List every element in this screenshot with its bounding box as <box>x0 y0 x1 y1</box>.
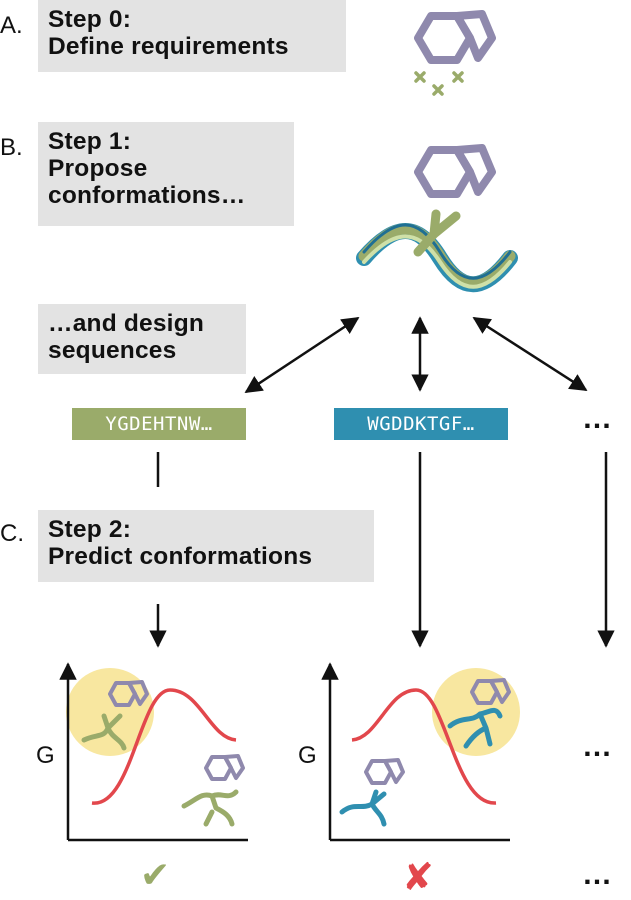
sequence-tag-2: WGDDKTGF… <box>334 408 508 440</box>
ligand-icon-step1 <box>414 144 496 198</box>
energy-curve-left <box>91 688 237 805</box>
sidechain-right-bound <box>447 707 503 749</box>
step2-title: Step 2: <box>48 516 132 543</box>
label-c: C. <box>0 520 24 547</box>
sidechain-icon <box>413 209 461 257</box>
cross-icon: ✘ <box>402 855 434 899</box>
design-box: …and design sequences <box>38 304 246 374</box>
sidechain-left-bound <box>81 713 127 751</box>
step1-desc-1: Propose <box>48 155 148 182</box>
check-icon: ✔ <box>140 855 171 896</box>
step0-box: Step 0: Define requirements <box>38 0 346 72</box>
ellipsis-landscapes: … <box>582 730 614 763</box>
design-line-2: sequences <box>48 337 177 364</box>
arrow-to-seq3 <box>472 316 588 392</box>
step1-title: Step 1: <box>48 128 132 155</box>
energy-axis-label-right: G <box>298 742 317 769</box>
sequence-tag-1: YGDEHTNW… <box>72 408 246 440</box>
sidechain-left-unbound <box>181 789 239 827</box>
step0-desc: Define requirements <box>48 33 289 60</box>
arrow-to-seq1 <box>244 316 360 394</box>
energy-axis-label-left: G <box>36 742 55 769</box>
design-line-1: …and design <box>48 310 205 337</box>
backbone-ribbon <box>356 223 518 293</box>
step0-title: Step 0: <box>48 6 132 33</box>
ellipsis-results: … <box>582 858 614 891</box>
ligand-icon-left-unbound <box>204 754 245 781</box>
ligand-icon-step0 <box>414 10 496 64</box>
step1-box: Step 1: Propose conformations… <box>38 122 294 226</box>
ligand-icon-left-bound <box>108 680 149 707</box>
step1-desc-2: conformations… <box>48 182 246 209</box>
ellipsis-sequences: … <box>582 402 614 435</box>
binding-site-markers <box>414 71 464 96</box>
step2-desc: Predict conformations <box>48 543 313 570</box>
energy-curve-right <box>351 688 497 805</box>
sidechain-right-unbound <box>339 789 387 827</box>
label-a: A. <box>0 12 23 39</box>
ligand-icon-right-bound <box>470 678 511 705</box>
label-b: B. <box>0 134 23 161</box>
ligand-icon-right-unbound <box>364 758 405 785</box>
step2-box: Step 2: Predict conformations <box>38 510 374 582</box>
